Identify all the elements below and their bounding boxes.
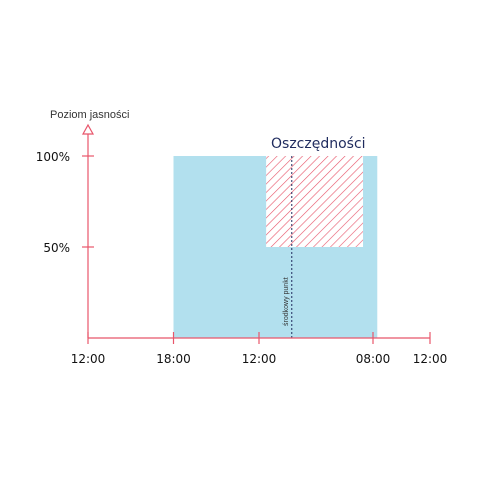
midpoint-label: środkowy punkt xyxy=(283,277,290,326)
x-tick-label: 08:00 xyxy=(356,352,391,366)
y-tick-label: 50% xyxy=(43,241,70,255)
y-axis-arrow xyxy=(81,123,95,135)
y-tick-label: 100% xyxy=(36,150,70,164)
region-savings xyxy=(266,156,364,247)
x-tick-label: 12:00 xyxy=(71,352,106,366)
x-tick-label: 18:00 xyxy=(156,352,191,366)
y-axis-title: Poziom jasności xyxy=(50,109,129,121)
savings-annotation: Oszczędności xyxy=(271,136,366,152)
x-tick-label: 12:00 xyxy=(242,352,277,366)
x-tick-label: 12:00 xyxy=(413,352,448,366)
